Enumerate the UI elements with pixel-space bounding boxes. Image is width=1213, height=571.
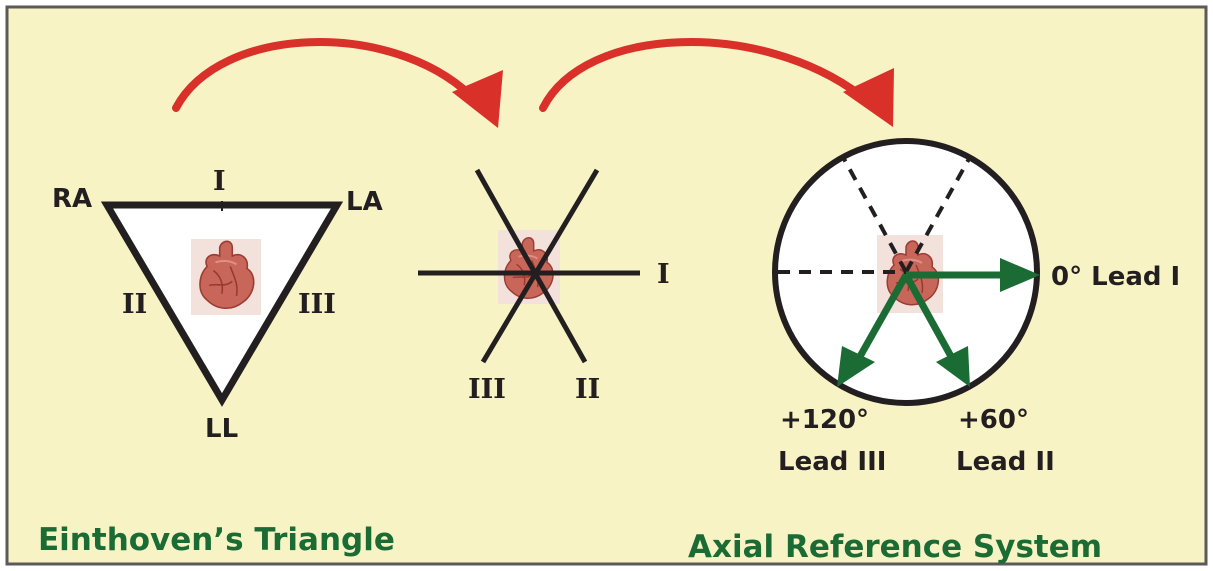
ra-label: RA — [52, 184, 92, 214]
transition-arrow-2 — [539, 38, 894, 127]
negative-lead-iii-dashed — [904, 156, 972, 273]
la-label: LA — [346, 187, 383, 217]
lead-ii-angle-label: +60° — [958, 405, 1029, 435]
lead-i-angle-label: 0° Lead I — [1051, 262, 1180, 292]
lead-iii-side-label: III — [298, 289, 336, 320]
negative-lead-ii-dashed — [841, 156, 908, 273]
triaxial-lead-ii-label: II — [575, 374, 600, 405]
einthoven-caption: Einthoven’s Triangle — [38, 522, 395, 558]
lead-iii-vector — [837, 273, 910, 387]
triaxial-lead-i-label: I — [657, 259, 670, 290]
lead-iii-axis-line — [480, 168, 600, 364]
lead-i-vector — [906, 258, 1040, 292]
ll-label: LL — [205, 414, 238, 444]
einthoven-triangle: RA LA LL I II III — [52, 166, 383, 444]
triaxial-lines: I III II — [418, 168, 670, 405]
transition-arrow-1 — [172, 38, 503, 128]
lead-iii-angle-label: +120° — [780, 405, 869, 435]
axial-reference-circle: 0° Lead I +120° Lead III +60° Lead II — [772, 138, 1180, 477]
triaxial-lead-iii-label: III — [468, 374, 506, 405]
lead-i-side-label: I — [213, 166, 226, 197]
axial-reference-caption: Axial Reference System — [688, 529, 1102, 565]
lead-ii-side-label: II — [122, 289, 147, 320]
lead-ii-vector — [902, 273, 970, 387]
lead-iii-name-label: Lead III — [778, 447, 886, 477]
lead-ii-axis-line — [474, 168, 588, 364]
lead-ii-name-label: Lead II — [956, 447, 1055, 477]
